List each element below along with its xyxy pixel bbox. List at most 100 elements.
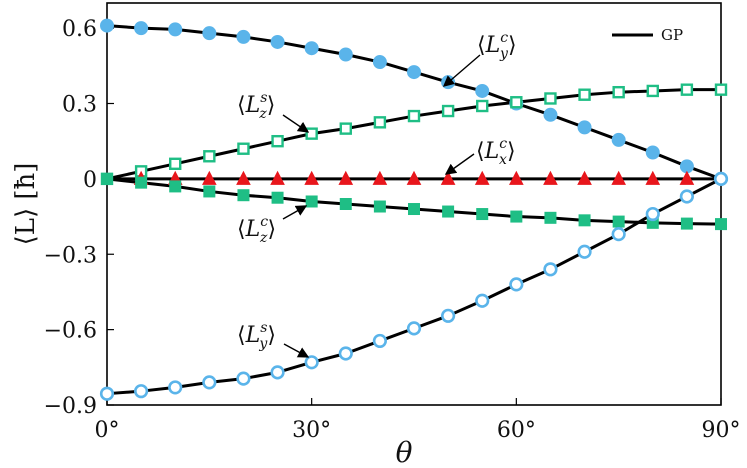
series-4-point [134, 384, 149, 399]
series-2-point [236, 170, 251, 185]
series-0-point [611, 132, 626, 147]
series-2-point [474, 170, 490, 185]
series-1-point [169, 157, 182, 171]
series-2-point [372, 170, 388, 185]
series-0-point [236, 29, 251, 44]
y-tick-label: 0.3 [62, 93, 97, 118]
series-4-point [713, 171, 729, 186]
series-4-point [645, 206, 660, 222]
series-3-point [476, 208, 489, 221]
series-1-point [407, 109, 421, 123]
series-2-point [645, 170, 661, 185]
series-3-point [237, 189, 250, 202]
series-3-point [715, 218, 727, 231]
x-tick-label: 60° [497, 418, 536, 443]
legend-gp-label: GP [661, 26, 683, 44]
series-2-point [304, 170, 319, 185]
series-3-point [135, 176, 148, 189]
series-1-point [612, 85, 625, 99]
series-4-point [168, 380, 183, 395]
series-2-point [577, 170, 592, 185]
series-3-point [544, 211, 557, 224]
series-1-point [544, 92, 557, 105]
series-1-point [578, 88, 591, 101]
y-tick-label: 0 [83, 168, 97, 193]
series-0-point [338, 47, 353, 62]
series-2-point [338, 170, 354, 185]
series-3-point [408, 203, 420, 216]
series-3-point [305, 195, 318, 208]
series-3-point [203, 185, 216, 198]
series-1-point [305, 127, 318, 140]
series-3-point [271, 191, 284, 204]
series-0-point [372, 55, 387, 70]
y-axis: 0.60.30−0.3−0.6−0.9 [44, 17, 114, 419]
annotation-arrow-lzc [282, 205, 308, 220]
series-4-point [202, 375, 217, 390]
series-2-point [270, 170, 285, 185]
series-2-point [406, 170, 422, 185]
series-0-point [577, 120, 592, 135]
series-3-point [169, 180, 182, 193]
series-3-point [612, 215, 625, 228]
series-0-point [168, 22, 183, 37]
series-3-point [101, 172, 113, 185]
series-0-point [304, 41, 319, 56]
series-2-point [543, 170, 558, 185]
series-4-point [475, 293, 490, 308]
series-4-point [338, 346, 353, 361]
series-1-point [714, 83, 728, 96]
x-tick-label: 90° [702, 418, 741, 443]
series-1-point [441, 104, 455, 118]
series-3-point [510, 210, 523, 223]
series-0-point [202, 26, 217, 41]
annotation-arrow-lys [283, 343, 310, 358]
series-2-point [440, 170, 456, 185]
series-1-point [237, 142, 250, 155]
series-4-point [679, 189, 694, 204]
annotation-arrow-lxc [444, 153, 475, 175]
series-4-point [406, 321, 422, 336]
series-0-point [407, 65, 421, 80]
x-tick-label: 30° [292, 418, 331, 443]
series-0-point [543, 107, 558, 122]
series-2-point [611, 170, 626, 185]
x-tick-label: 0° [95, 418, 120, 443]
series-4-point [611, 227, 626, 242]
series-1-point [646, 84, 659, 98]
series-1-gp-line [105, 88, 723, 181]
series-2-point [202, 170, 217, 185]
y-axis-title: ⟨L⟩ [ħ] [11, 163, 41, 246]
series-1-point [203, 150, 216, 163]
series-1-point [373, 116, 387, 129]
series-1-point [476, 99, 489, 113]
series-0-point [645, 145, 660, 160]
series-3-point [442, 205, 455, 218]
series-0-point [100, 18, 114, 33]
x-axis: 0° 30° 60° 90° [95, 398, 741, 443]
series-4-point [99, 386, 115, 401]
series-1-point [680, 83, 694, 96]
series-1-point [271, 134, 284, 148]
annotation-arrow-lyc [442, 54, 481, 87]
series-0-point [270, 34, 285, 49]
series-3-point [680, 217, 693, 230]
series-3-point [373, 200, 386, 213]
y-tick-label: −0.9 [44, 394, 97, 419]
y-tick-label: −0.6 [44, 319, 97, 344]
series-1-point [339, 122, 352, 135]
series-4-point [441, 308, 456, 323]
series-2-point [679, 170, 695, 185]
series-4-point [543, 262, 558, 277]
series-4-point [577, 244, 592, 259]
series-3-point [339, 198, 352, 210]
series-0-point [134, 21, 149, 36]
